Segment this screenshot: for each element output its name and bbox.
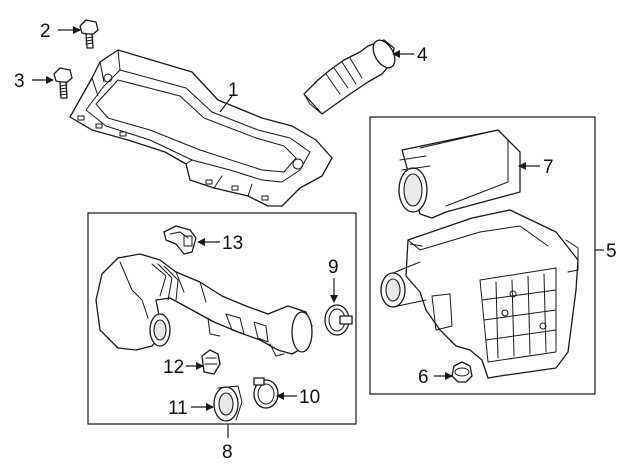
intake-duct-part [95, 253, 313, 357]
air-duct-cover-part [69, 49, 333, 207]
clamp-part-2 [324, 304, 353, 336]
leader-1 [219, 95, 233, 113]
callout-4: 4 [417, 45, 428, 66]
bolt-part [79, 19, 99, 49]
callout-10: 10 [299, 387, 320, 408]
valve-part [201, 349, 221, 375]
bolt-part-2 [53, 67, 73, 99]
breather-hose-part [303, 39, 396, 115]
grommet-part [451, 361, 473, 383]
callout-1: 1 [228, 80, 239, 101]
callout-7: 7 [543, 157, 554, 178]
callout-3: 3 [14, 71, 25, 92]
air-cleaner-group-box [369, 116, 596, 395]
callout-12: 12 [163, 357, 184, 378]
callout-9: 9 [328, 257, 339, 278]
callout-5: 5 [606, 241, 617, 262]
coupler-part [213, 385, 243, 422]
callout-8: 8 [222, 442, 233, 463]
callout-2: 2 [40, 21, 51, 42]
filter-element-part [398, 129, 521, 219]
sensor-part [163, 225, 197, 255]
clamp-part [253, 377, 279, 409]
intake-duct-group-box [87, 212, 357, 425]
callout-11: 11 [168, 398, 188, 419]
callout-6: 6 [418, 367, 429, 388]
air-cleaner-housing-part [380, 209, 579, 379]
callout-13: 13 [222, 233, 243, 254]
